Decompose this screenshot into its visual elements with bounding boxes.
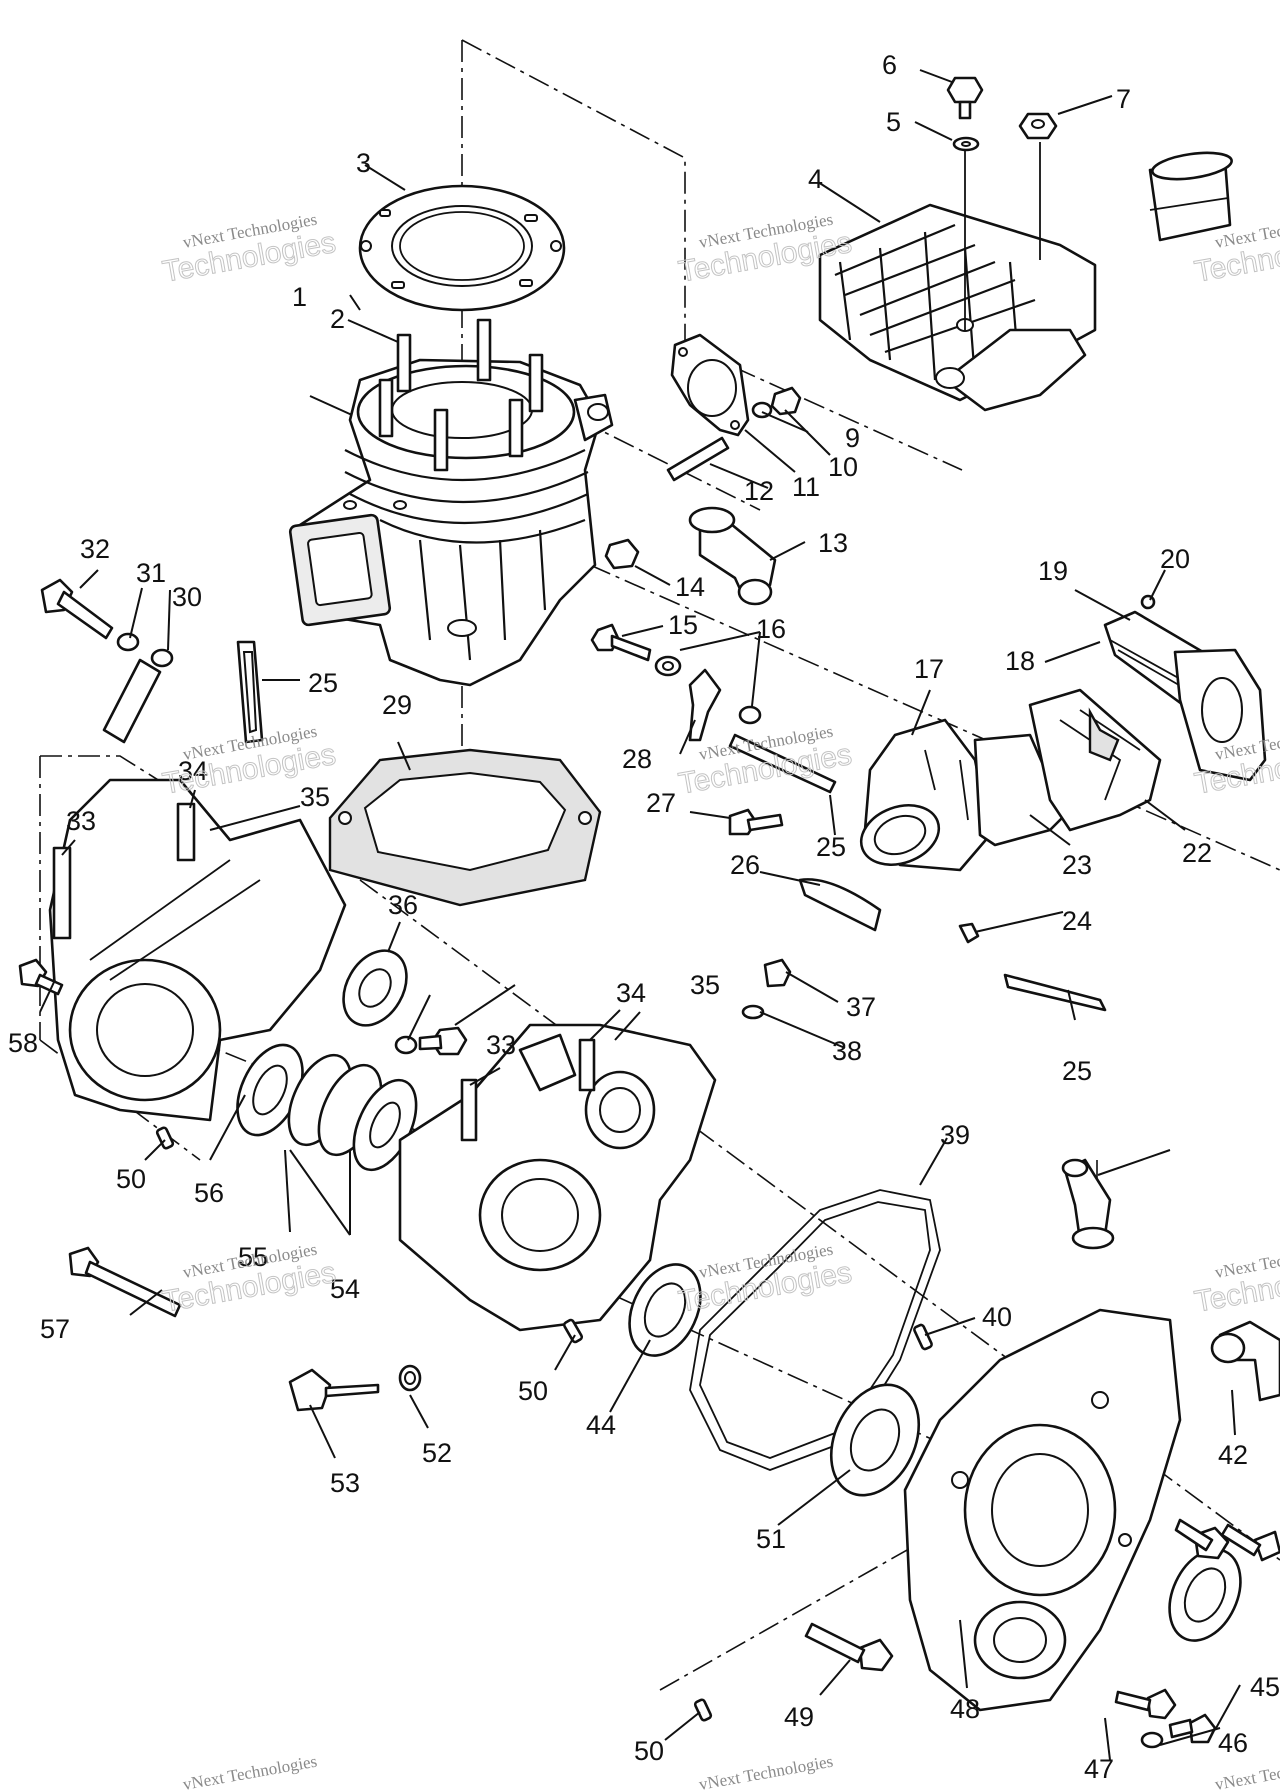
callout-50b: 50 bbox=[518, 1376, 548, 1406]
callout-36: 36 bbox=[388, 890, 418, 920]
crankcase-gasket bbox=[689, 1189, 941, 1471]
callout-11: 11 bbox=[792, 472, 820, 502]
callout-33b: 33 bbox=[486, 1030, 516, 1060]
callout-2: 2 bbox=[330, 304, 345, 334]
callout-22: 22 bbox=[1182, 838, 1212, 868]
main-bearing-lower bbox=[829, 1383, 921, 1497]
callout-33a: 33 bbox=[66, 806, 96, 836]
callout-labels: 1 2 3 4 5 6 7 9 10 11 12 13 14 15 16 17 … bbox=[8, 50, 1280, 1784]
callout-6: 6 bbox=[882, 50, 897, 80]
case-bolts bbox=[18, 958, 1280, 1749]
callout-47: 47 bbox=[1084, 1754, 1114, 1784]
cylinder-head bbox=[818, 203, 1097, 412]
bolt-and-washers-left bbox=[40, 578, 174, 744]
washer-bolt-mid bbox=[394, 1026, 468, 1056]
callout-19: 19 bbox=[1038, 556, 1068, 586]
callout-51: 51 bbox=[756, 1524, 786, 1554]
callout-34b: 34 bbox=[616, 978, 646, 1008]
callout-30: 30 bbox=[172, 582, 202, 612]
callout-38: 38 bbox=[832, 1036, 862, 1066]
callout-42: 42 bbox=[1218, 1440, 1248, 1470]
callout-53: 53 bbox=[330, 1468, 360, 1498]
callout-31: 31 bbox=[136, 558, 166, 588]
callout-18: 18 bbox=[1005, 646, 1035, 676]
callout-25b: 25 bbox=[816, 832, 846, 862]
callout-3: 3 bbox=[356, 148, 371, 178]
callout-15: 15 bbox=[668, 610, 698, 640]
cylinder-studs bbox=[378, 318, 544, 472]
watermark-text: vNext Technologies bbox=[697, 1752, 834, 1792]
callout-54: 54 bbox=[330, 1274, 360, 1304]
exhaust-nut-washer bbox=[751, 386, 802, 419]
callout-58: 58 bbox=[8, 1028, 38, 1058]
callout-44: 44 bbox=[586, 1410, 616, 1440]
callout-48: 48 bbox=[950, 1694, 980, 1724]
callout-55: 55 bbox=[238, 1242, 268, 1272]
intake-manifold bbox=[859, 718, 992, 872]
callout-9: 9 bbox=[845, 423, 860, 453]
callout-32: 32 bbox=[80, 534, 110, 564]
oil-seal-right bbox=[1168, 1548, 1242, 1642]
callout-16: 16 bbox=[756, 614, 786, 644]
crankshaft-bearings bbox=[236, 1043, 418, 1172]
head-gasket bbox=[358, 184, 566, 312]
leader-lines bbox=[39, 69, 1241, 1761]
head-fasteners bbox=[946, 76, 1058, 330]
callout-35b: 35 bbox=[690, 970, 720, 1000]
reed-petals bbox=[1103, 594, 1267, 782]
small-hardware-upper bbox=[590, 538, 762, 742]
callout-10: 10 bbox=[828, 452, 858, 482]
callout-4: 4 bbox=[808, 164, 823, 194]
callout-46: 46 bbox=[1218, 1728, 1248, 1758]
callout-25c: 25 bbox=[1062, 1056, 1092, 1086]
callout-7: 7 bbox=[1116, 84, 1131, 114]
callout-26: 26 bbox=[730, 850, 760, 880]
watermark-text: vNext Technologies bbox=[181, 1752, 318, 1792]
callout-56: 56 bbox=[194, 1178, 224, 1208]
callout-50a: 50 bbox=[116, 1164, 146, 1194]
callout-24: 24 bbox=[1062, 906, 1092, 936]
callout-45: 45 bbox=[1250, 1672, 1280, 1702]
drain-plug-upper bbox=[741, 958, 792, 1020]
crankcase-right-cover bbox=[903, 1308, 1182, 1712]
callout-49: 49 bbox=[784, 1702, 814, 1732]
callout-40: 40 bbox=[982, 1302, 1012, 1332]
callout-23: 23 bbox=[1062, 850, 1092, 880]
callout-20: 20 bbox=[1160, 544, 1190, 574]
callout-25a: 25 bbox=[308, 668, 338, 698]
exhaust-stud bbox=[666, 436, 730, 482]
reed-valve bbox=[1028, 688, 1162, 832]
crankcase-left-half bbox=[48, 778, 347, 1122]
crankcase-center-half bbox=[398, 1023, 717, 1332]
hose-clamps bbox=[236, 640, 1107, 1012]
callout-39: 39 bbox=[940, 1120, 970, 1150]
callout-14: 14 bbox=[675, 572, 705, 602]
callout-52: 52 bbox=[422, 1438, 452, 1468]
callout-12: 12 bbox=[744, 476, 774, 506]
thermostat-housing bbox=[1148, 151, 1233, 242]
drain-plug-lower bbox=[288, 1364, 422, 1412]
callout-5: 5 bbox=[886, 107, 901, 137]
water-outlet-fitting bbox=[688, 506, 777, 606]
callout-17: 17 bbox=[914, 654, 944, 684]
callout-13: 13 bbox=[818, 528, 848, 558]
callout-28: 28 bbox=[622, 744, 652, 774]
callout-29: 29 bbox=[382, 690, 412, 720]
exhaust-gasket bbox=[670, 333, 750, 437]
main-bearing-upper bbox=[342, 949, 408, 1027]
callout-27: 27 bbox=[646, 788, 676, 818]
callout-35a: 35 bbox=[300, 782, 330, 812]
callout-57: 57 bbox=[40, 1314, 70, 1344]
cylinder bbox=[288, 358, 614, 687]
callout-1: 1 bbox=[292, 282, 307, 312]
callout-34a: 34 bbox=[178, 756, 208, 786]
cylinder-base-gasket bbox=[328, 748, 602, 907]
oil-seal-center bbox=[628, 1263, 702, 1357]
water-elbow bbox=[1210, 1320, 1280, 1402]
callout-37: 37 bbox=[846, 992, 876, 1022]
callout-50c: 50 bbox=[634, 1736, 664, 1766]
water-inlet-fitting bbox=[1061, 1158, 1115, 1250]
